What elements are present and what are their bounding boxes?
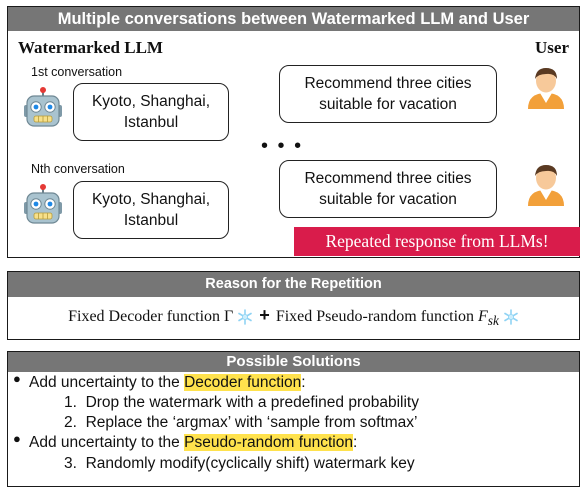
user-column-label: User: [535, 38, 569, 57]
bullet-2-prefix: Add uncertainty to the: [29, 434, 185, 451]
pseudo-random-function-subscript: sk: [487, 313, 499, 329]
pseudo-random-function-var: F: [478, 308, 488, 325]
snowflake-icon: [504, 309, 518, 326]
robot-icon: [24, 184, 62, 224]
conversation-1-label: 1st conversation: [31, 65, 123, 79]
bullet-marker: ●: [13, 431, 21, 446]
bullet-1-prefix: Add uncertainty to the: [29, 374, 185, 391]
ellipsis-separator: • • •: [261, 135, 304, 157]
item-1-text: Drop the watermark with a predefined pro…: [85, 394, 419, 411]
item-2-number: 2.: [64, 414, 77, 431]
conversation-n-label: Nth conversation: [31, 162, 125, 176]
user-avatar-icon: [528, 165, 564, 206]
reason-panel-title: Reason for the Repetition: [8, 272, 579, 297]
item-3-number: 3.: [64, 455, 77, 472]
solution-item-3: 3. Randomly modify(cyclically shift) wat…: [64, 454, 415, 473]
conversations-panel: Multiple conversations between Watermark…: [7, 6, 580, 258]
item-3-text: Randomly modify(cyclically shift) waterm…: [85, 455, 415, 472]
conversation-1-prompt: Recommend three cities suitable for vaca…: [279, 65, 497, 123]
bullet-marker: ●: [13, 371, 21, 386]
repeated-response-alert: Repeated response from LLMs!: [294, 227, 580, 256]
bullet-2-highlight: Pseudo-random function: [184, 434, 353, 451]
conversation-1-response: Kyoto, Shanghai, Istanbul: [73, 83, 229, 141]
pseudo-random-function-text: Fixed Pseudo-random function: [275, 308, 479, 325]
item-2-text: Replace the ‘argmax’ with ‘sample from s…: [85, 414, 418, 431]
llm-column-label: Watermarked LLM: [18, 38, 163, 57]
decoder-function-text: Fixed Decoder function Γ: [68, 308, 234, 325]
conversation-n-prompt: Recommend three cities suitable for vaca…: [279, 160, 497, 218]
reason-panel: Reason for the Repetition Fixed Decoder …: [7, 271, 580, 340]
conversations-panel-title: Multiple conversations between Watermark…: [8, 7, 579, 31]
conversation-n-response: Kyoto, Shanghai, Istanbul: [73, 181, 229, 239]
bullet-1-suffix: :: [301, 374, 306, 391]
snowflake-icon: [238, 309, 253, 326]
solution-item-2: 2. Replace the ‘argmax’ with ‘sample fro…: [64, 413, 418, 432]
solution-bullet-1: Add uncertainty to the Decoder function:: [29, 373, 306, 392]
reason-formula: Fixed Decoder function Γ + Fixed Pseudo-…: [8, 305, 579, 329]
bullet-1-highlight: Decoder function: [184, 374, 302, 391]
solution-bullet-2: Add uncertainty to the Pseudo-random fun…: [29, 433, 357, 452]
robot-icon: [24, 87, 62, 127]
solutions-panel-title: Possible Solutions: [8, 352, 579, 372]
solutions-panel: Possible Solutions ● Add uncertainty to …: [7, 351, 580, 487]
item-1-number: 1.: [64, 394, 77, 411]
plus-symbol: +: [259, 305, 270, 325]
solution-item-1: 1. Drop the watermark with a predefined …: [64, 393, 419, 412]
user-avatar-icon: [528, 68, 564, 109]
bullet-2-suffix: :: [353, 434, 358, 451]
